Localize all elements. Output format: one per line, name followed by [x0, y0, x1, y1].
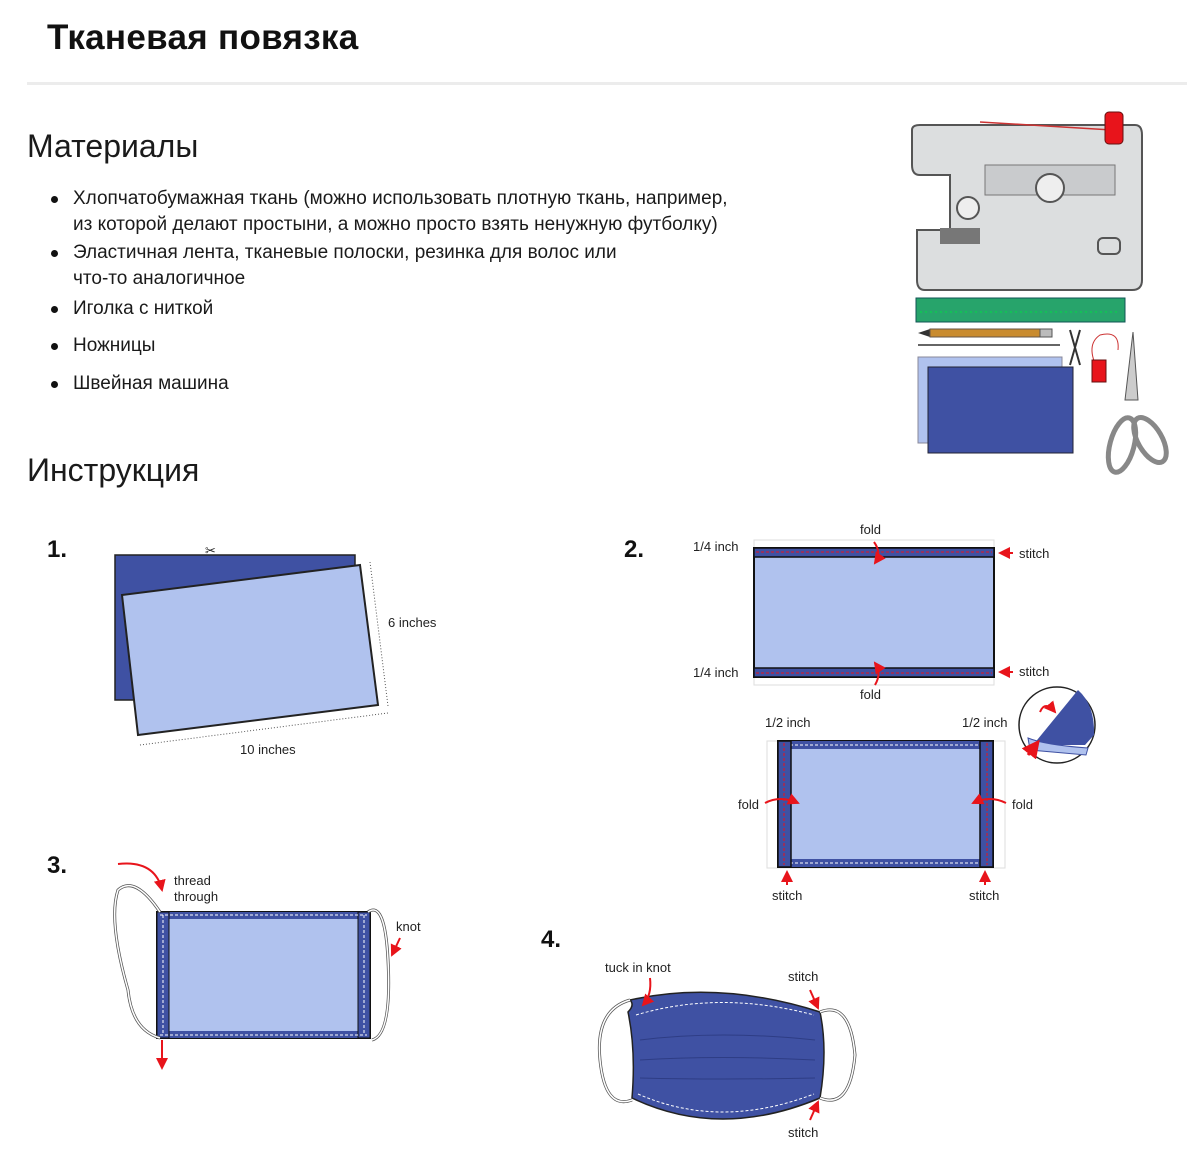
fold-label: fold — [738, 797, 759, 812]
fold-detail-inset — [1018, 686, 1096, 764]
knot-label: knot — [396, 919, 421, 934]
thread-label: thread — [174, 873, 211, 888]
thread-label: through — [174, 889, 218, 904]
step-3-diagram: thread through knot — [113, 862, 421, 1070]
materials-list: Хлопчатобумажная ткань (можно использова… — [48, 186, 848, 397]
stitch-label: stitch — [772, 888, 802, 903]
height-label: 6 inches — [388, 615, 437, 630]
width-label: 10 inches — [240, 742, 296, 757]
step-number: 2. — [624, 536, 645, 563]
item-text: что-то аналогичное — [73, 268, 246, 289]
scissors-icon: ✂ — [205, 543, 216, 558]
instructions-heading: Инструкция — [27, 452, 200, 488]
pencil-icon — [918, 328, 1060, 346]
step-4-diagram: tuck in knot stitch stitch — [597, 960, 857, 1140]
item-text: Ножницы — [73, 335, 156, 356]
thread-spool-icon — [1069, 329, 1119, 383]
materials-heading: Материалы — [27, 128, 199, 164]
quarter-inch-label: 1/4 inch — [693, 665, 739, 680]
fold-label: fold — [860, 687, 881, 702]
fabric-pieces-icon — [917, 356, 1074, 454]
fold-label: fold — [1012, 797, 1033, 812]
item-text: Хлопчатобумажная ткань (можно использова… — [73, 188, 728, 209]
list-item: Швейная машина — [48, 371, 848, 397]
list-item: Эластичная лента, тканевые полоски, рези… — [48, 240, 848, 292]
page-title: Тканевая повязка — [47, 18, 359, 57]
step-1-diagram: ✂ 6 inches 10 inches — [114, 543, 437, 757]
half-inch-label: 1/2 inch — [962, 715, 1008, 730]
item-text: Иголка с ниткой — [73, 298, 214, 319]
step-number: 3. — [47, 852, 68, 879]
fold-label: fold — [860, 522, 881, 537]
header-divider — [27, 82, 1187, 85]
sewing-machine-icon — [911, 111, 1143, 291]
item-text: Швейная машина — [73, 373, 229, 394]
step-number: 4. — [541, 926, 562, 953]
stitch-label: stitch — [788, 969, 818, 984]
stitch-label: stitch — [1019, 546, 1049, 561]
stitch-label: stitch — [969, 888, 999, 903]
quarter-inch-label: 1/4 inch — [693, 539, 739, 554]
list-item: Ножницы — [48, 333, 848, 359]
scissors-icon — [1105, 331, 1169, 475]
item-text: Эластичная лента, тканевые полоски, рези… — [73, 242, 617, 263]
tuck-label: tuck in knot — [605, 960, 671, 975]
half-inch-label: 1/2 inch — [765, 715, 811, 730]
step-2-diagram: fold fold 1/4 inch 1/4 inch stitch stitc… — [693, 522, 1096, 903]
stitch-label: stitch — [788, 1125, 818, 1140]
step-number: 1. — [47, 536, 68, 563]
stitch-label: stitch — [1019, 664, 1049, 679]
item-text: из которой делают простыни, а можно прос… — [73, 214, 718, 235]
list-item: Иголка с ниткой — [48, 296, 848, 322]
ruler-icon — [915, 297, 1126, 323]
list-item: Хлопчатобумажная ткань (можно использова… — [48, 186, 848, 238]
